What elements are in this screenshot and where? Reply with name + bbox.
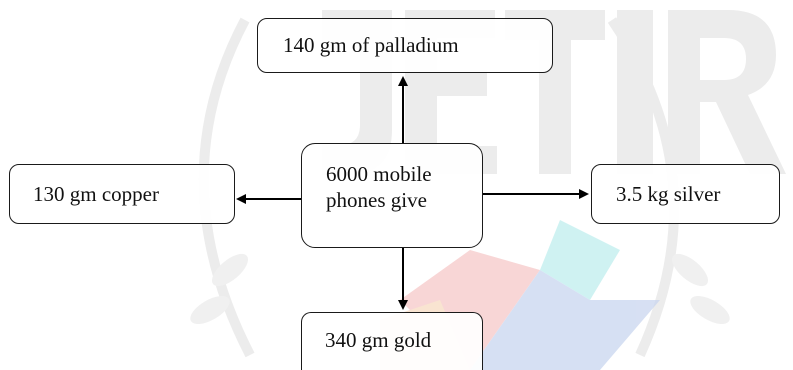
node-silver-label: 3.5 kg silver [616, 182, 721, 206]
node-silver: 3.5 kg silver [591, 164, 780, 224]
node-mobile-phones: 6000 mobile phones give [301, 143, 483, 248]
node-palladium-label: 140 gm of palladium [283, 33, 459, 57]
node-copper-label: 130 gm copper [33, 182, 159, 206]
node-gold: 340 gm gold [301, 312, 483, 370]
node-gold-label: 340 gm gold [325, 328, 432, 352]
node-center-line1: 6000 mobile [326, 162, 432, 186]
node-center-line2: phones give [326, 188, 427, 212]
node-palladium: 140 gm of palladium [257, 18, 553, 73]
node-copper: 130 gm copper [9, 164, 235, 224]
